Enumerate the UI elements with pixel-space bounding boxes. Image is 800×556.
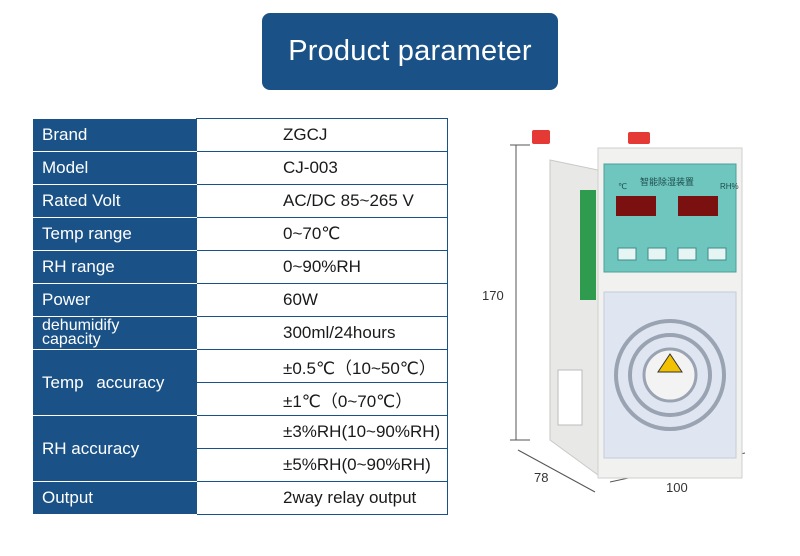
dehumidify-capacity-label: dehumidify capacity [33, 316, 197, 350]
dehumidify-label-line1: dehumidify [42, 317, 120, 334]
up-button [677, 247, 697, 261]
depth-dimension: 78 [534, 470, 549, 485]
clip-right [628, 132, 650, 144]
clip-left [532, 130, 550, 144]
output-label: Output [33, 481, 197, 515]
temp-range-label: Temp range [33, 217, 197, 251]
temp-display [616, 196, 656, 216]
rh-accuracy-label: RH accuracy [33, 415, 197, 482]
rh-range-label: RH range [33, 250, 197, 284]
power-value: 60W [196, 283, 448, 317]
table-row: RH accuracy ±3%RH(10~90%RH) [33, 415, 448, 482]
table-row: Rated Volt AC/DC 85~265 V [33, 184, 448, 218]
table-row: Power 60W [33, 283, 448, 317]
table-row: Temp accuracy ±0.5℃（10~50℃） [33, 349, 448, 416]
panel-title: 智能除湿装置 [640, 177, 695, 187]
table-row: dehumidify capacity 300ml/24hours [33, 316, 448, 350]
table-row: Temp range 0~70℃ [33, 217, 448, 251]
height-dimension: 170 [482, 288, 504, 303]
rh-unit: RH% [720, 182, 739, 191]
power-label: Power [33, 283, 197, 317]
temp-unit: ℃ [618, 182, 627, 191]
temp-accuracy-label-a: Temp [42, 372, 84, 392]
rated-volt-value: AC/DC 85~265 V [196, 184, 448, 218]
output-value: 2way relay output [196, 481, 448, 515]
fan-hub [642, 347, 698, 403]
table-row: Output 2way relay output [33, 481, 448, 515]
set-button [617, 247, 637, 261]
dehumidify-label-line2: capacity [42, 331, 101, 348]
dehumidify-capacity-value: 300ml/24hours [196, 316, 448, 350]
model-label: Model [33, 151, 197, 185]
brand-value: ZGCJ [196, 118, 448, 152]
rated-volt-label: Rated Volt [33, 184, 197, 218]
temp-range-value: 0~70℃ [196, 217, 448, 251]
temp-accuracy-label-b: accuracy [96, 372, 165, 392]
warning-icon [657, 353, 683, 373]
temp-accuracy-label: Temp accuracy [33, 349, 197, 416]
table-row: ±5%RH(0~90%RH) [34, 448, 448, 482]
mode-button [707, 247, 727, 261]
temp-accuracy-value-2: ±1℃（0~70℃） [196, 382, 448, 416]
width-dimension: 100 [666, 480, 688, 495]
depth-dimension-line [517, 449, 596, 493]
dehumidifier-drawing [510, 130, 746, 493]
parameter-table: Brand ZGCJ Model CJ-003 Rated Volt AC/DC… [33, 118, 448, 515]
table-row: Brand ZGCJ [33, 118, 448, 152]
device-illustration: 170 78 100 智能除湿装置 ℃ RH% [470, 120, 800, 550]
temp-accuracy-value-1: ±0.5℃（10~50℃） [196, 349, 448, 383]
rh-accuracy-value-2: ±5%RH(0~90%RH) [196, 448, 448, 482]
down-button [647, 247, 667, 261]
page-title: Product parameter [262, 13, 558, 90]
table-row: Model CJ-003 [33, 151, 448, 185]
table-row: RH range 0~90%RH [33, 250, 448, 284]
fan-grille-outer [614, 319, 726, 431]
side-label [557, 369, 583, 426]
rh-accuracy-value-1: ±3%RH(10~90%RH) [196, 415, 448, 449]
rh-range-value: 0~90%RH [196, 250, 448, 284]
model-value: CJ-003 [196, 151, 448, 185]
brand-label: Brand [33, 118, 197, 152]
terminal-block [580, 190, 596, 300]
rh-display [678, 196, 718, 216]
table-row: ±1℃（0~70℃） [34, 382, 448, 416]
